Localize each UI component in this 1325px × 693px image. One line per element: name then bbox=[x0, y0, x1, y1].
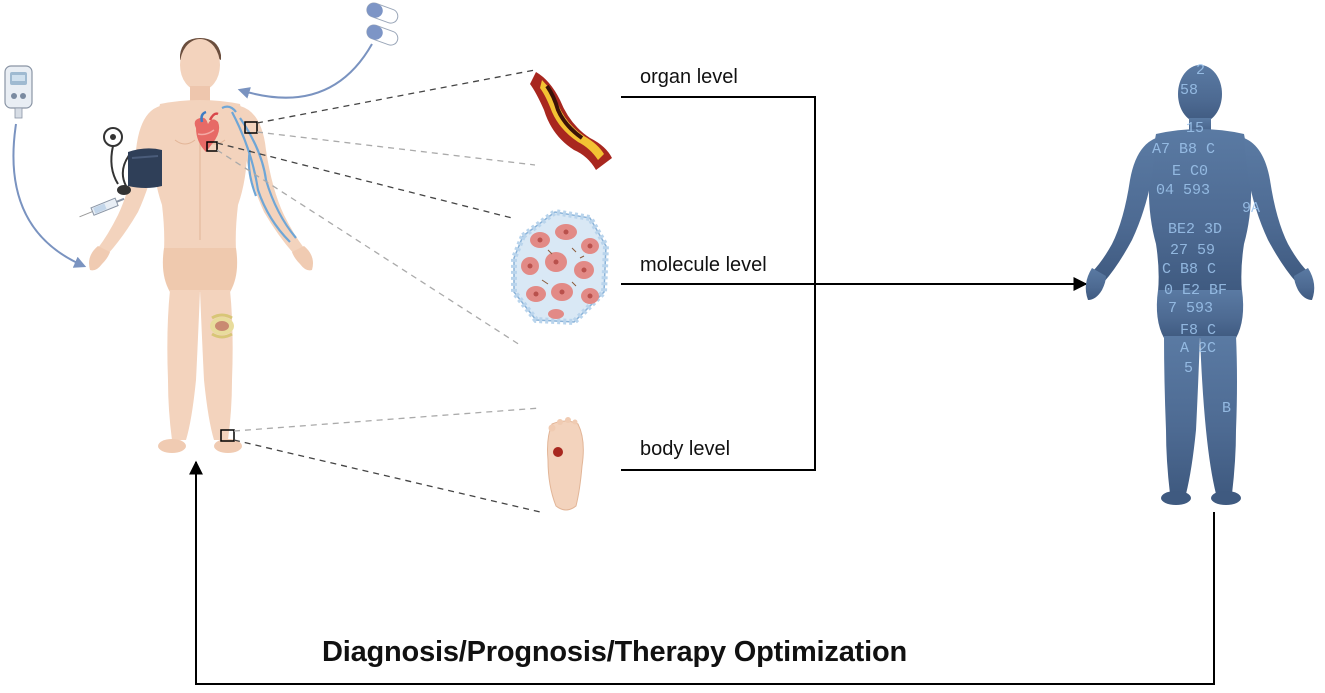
level-connector-lines bbox=[621, 96, 1088, 471]
syringe-icon bbox=[79, 197, 125, 218]
twin-code-row: 15 bbox=[1186, 120, 1204, 137]
twin-code-row: C B8 C bbox=[1162, 261, 1216, 278]
twin-code-row: E C0 bbox=[1172, 163, 1208, 180]
arm-selection-box bbox=[244, 121, 258, 134]
twin-code-row: 0 E2 BF bbox=[1164, 282, 1227, 299]
blood-pressure-cuff-icon bbox=[103, 127, 162, 195]
chest-selection-box bbox=[206, 141, 218, 152]
cell-tissue-icon bbox=[511, 208, 610, 326]
twin-code-row: 2 bbox=[1196, 62, 1205, 79]
artery-icon bbox=[530, 72, 612, 170]
twin-code-row: BE2 3D bbox=[1168, 221, 1222, 238]
twin-code-row: 27 59 bbox=[1170, 242, 1215, 259]
body-level-label: body level bbox=[640, 438, 731, 460]
twin-code-row: A7 B8 C bbox=[1152, 141, 1215, 158]
twin-code-row: 04 593 bbox=[1156, 182, 1210, 199]
pills-to-body-arrow bbox=[237, 43, 373, 99]
pill-capsules-icon bbox=[366, 2, 399, 46]
diagnosis-prognosis-therapy-label: Diagnosis/Prognosis/Therapy Optimization bbox=[322, 636, 907, 668]
knee-joint-icon bbox=[210, 313, 234, 339]
digital-twin-code-overlay: 2 58 15 A7 B8 C E C0 04 593 9A BE2 3D 27 59 C B8 … bbox=[1152, 62, 1260, 417]
foot-ulcer-icon bbox=[547, 417, 584, 511]
twin-code-row: 58 bbox=[1180, 82, 1198, 99]
twin-code-row: 9A bbox=[1242, 200, 1260, 217]
twin-code-row: F8 C bbox=[1180, 322, 1216, 339]
digital-twin-figure bbox=[1085, 65, 1315, 505]
twin-code-row: B bbox=[1222, 400, 1231, 417]
heart-icon bbox=[194, 110, 220, 152]
twin-code-row: 5 bbox=[1184, 360, 1193, 377]
organ-level-label: organ level bbox=[640, 66, 738, 88]
human-body-figure bbox=[89, 38, 313, 453]
ankle-selection-box bbox=[220, 429, 235, 442]
glucose-meter-icon bbox=[4, 65, 33, 119]
meter-to-hand-arrow bbox=[12, 123, 87, 268]
twin-code-row: 7 593 bbox=[1168, 300, 1213, 317]
dashed-projection-lines bbox=[216, 69, 541, 513]
feedback-loop-arrow bbox=[189, 460, 1215, 685]
molecule-level-label: molecule level bbox=[640, 254, 767, 276]
twin-code-row: A 2C bbox=[1180, 340, 1216, 357]
